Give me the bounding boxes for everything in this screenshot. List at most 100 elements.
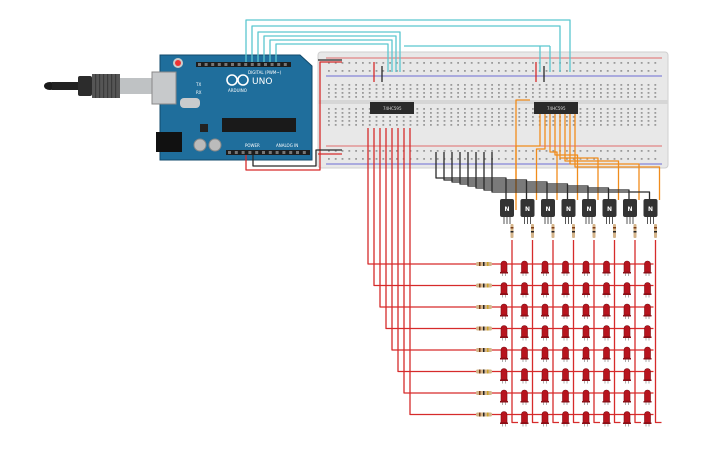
- breadboard-hole: [423, 88, 425, 90]
- header-pin: [257, 63, 261, 66]
- breadboard-hole: [491, 84, 493, 86]
- control-wire: [564, 114, 620, 200]
- breadboard[interactable]: [317, 51, 669, 169]
- breadboard-hole: [430, 108, 432, 110]
- breadboard-hole: [477, 158, 480, 160]
- led-body: [644, 282, 651, 294]
- breadboard-hole: [348, 112, 351, 114]
- breadboard-hole: [579, 158, 582, 160]
- shift-register-2[interactable]: 74HC595: [534, 102, 578, 114]
- breadboard-hole: [654, 62, 657, 64]
- breadboard-hole: [409, 84, 412, 86]
- header-pin: [250, 63, 254, 66]
- breadboard-hole: [409, 92, 412, 94]
- breadboard-hole: [484, 70, 487, 72]
- breadboard-hole: [328, 70, 330, 72]
- breadboard-hole: [484, 92, 487, 94]
- breadboard-hole: [341, 84, 344, 86]
- led: [541, 411, 549, 427]
- breadboard-hole: [375, 124, 378, 126]
- breadboard-hole: [416, 108, 419, 110]
- breadboard-hole: [375, 88, 378, 90]
- led-body: [603, 389, 610, 402]
- led-rim: [500, 379, 508, 381]
- breadboard-hole: [559, 96, 561, 98]
- ground-wire: [491, 152, 651, 200]
- breadboard-hole: [579, 88, 582, 90]
- breadboard-hole: [484, 84, 487, 86]
- led-body: [582, 389, 590, 402]
- breadboard-hole: [362, 120, 364, 122]
- breadboard-hole: [627, 70, 629, 72]
- breadboard-hole: [450, 62, 453, 64]
- breadboard-hole: [504, 62, 507, 64]
- breadboard-hole: [328, 116, 330, 118]
- resistor-band: [479, 348, 481, 352]
- breadboard-hole: [566, 92, 568, 94]
- led: [500, 303, 508, 319]
- breadboard-hole: [464, 70, 466, 72]
- breadboard-hole: [640, 70, 643, 72]
- led-body: [644, 411, 651, 423]
- led: [582, 368, 590, 384]
- breadboard-hole: [328, 150, 330, 152]
- led-body: [623, 389, 631, 402]
- capacitor: [208, 138, 222, 152]
- resistor: [572, 224, 575, 238]
- breadboard-hole: [484, 96, 487, 98]
- breadboard-hole: [518, 70, 521, 72]
- breadboard-hole: [423, 120, 425, 122]
- led-body: [603, 368, 610, 380]
- breadboard-hole: [525, 92, 527, 94]
- breadboard-hole: [382, 62, 385, 64]
- header-pin: [241, 151, 245, 154]
- breadboard-hole: [389, 124, 391, 126]
- breadboard-hole: [532, 124, 534, 126]
- led-body: [582, 325, 590, 337]
- breadboard-hole: [606, 158, 609, 160]
- breadboard-hole: [518, 96, 521, 98]
- breadboard-hole: [409, 120, 412, 122]
- breadboard-hole: [443, 88, 446, 90]
- led-body: [500, 411, 508, 423]
- breadboard-hole: [586, 88, 589, 90]
- breadboard-hole: [511, 150, 514, 152]
- breadboard-hole: [470, 116, 473, 118]
- header-pin: [237, 63, 241, 66]
- transistor: N: [520, 199, 535, 224]
- ground-wire: [252, 149, 342, 167]
- led-rim: [520, 422, 529, 424]
- led-body: [623, 260, 631, 273]
- breadboard-hole: [491, 116, 493, 118]
- breadboard-hole: [545, 70, 548, 72]
- breadboard-hole: [484, 116, 487, 118]
- breadboard-hole: [402, 84, 405, 86]
- shift-register-1[interactable]: 74HC595: [370, 102, 414, 114]
- led-body: [562, 389, 569, 402]
- breadboard-hole: [450, 108, 453, 110]
- breadboard-hole: [654, 120, 657, 122]
- led-rim: [541, 336, 549, 338]
- breadboard-hole: [470, 124, 473, 126]
- usb-rib: [95, 74, 97, 98]
- led-body: [541, 260, 549, 273]
- breadboard-hole: [532, 88, 534, 90]
- led-body: [562, 411, 569, 423]
- breadboard-hole: [409, 88, 412, 90]
- header-pin: [244, 63, 248, 66]
- reset-button[interactable]: [175, 60, 181, 66]
- breadboard-hole: [538, 88, 541, 90]
- resistor-band: [531, 231, 534, 233]
- breadboard-hole: [409, 124, 412, 126]
- arduino-board[interactable]: DIGITAL (PWM~) UNO ARDUINO TX RX POWER A…: [151, 54, 313, 161]
- breadboard-hole: [457, 88, 459, 90]
- breadboard-hole: [464, 62, 466, 64]
- transistor-label: N: [648, 206, 653, 213]
- led: [500, 325, 508, 341]
- breadboard-hole: [470, 92, 473, 94]
- breadboard-hole: [491, 120, 493, 122]
- breadboard-hole: [416, 70, 419, 72]
- data-wire: [251, 25, 561, 72]
- breadboard-hole: [654, 96, 657, 98]
- breadboard-hole: [620, 96, 623, 98]
